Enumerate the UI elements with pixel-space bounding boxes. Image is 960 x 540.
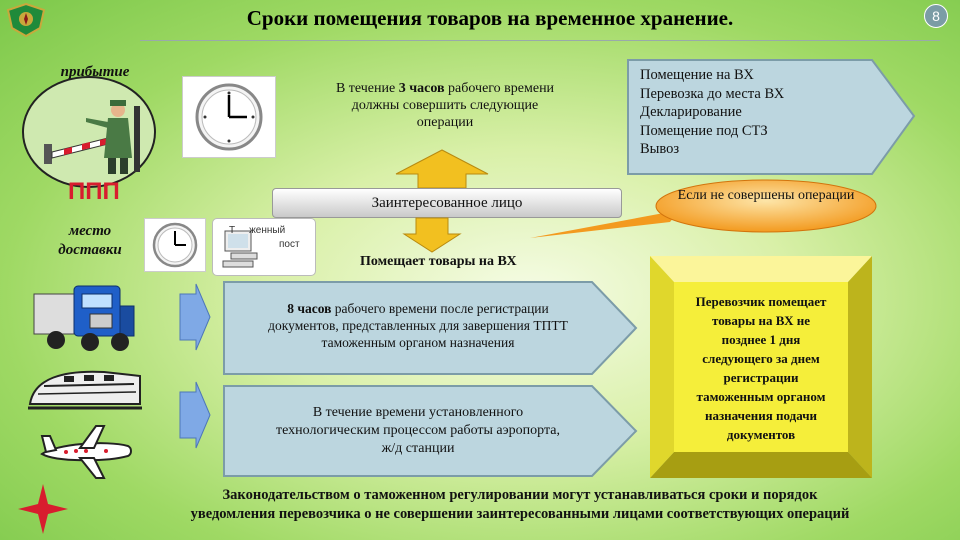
operation-item: Декларирование [640, 104, 742, 120]
carrier-line: назначения подачи [704, 408, 818, 423]
operation-item: Перевозка до места ВХ [640, 85, 785, 102]
carrier-line: таможенным органом [696, 389, 826, 404]
red-star-icon [18, 484, 68, 534]
blue-arrow-2 [179, 381, 211, 449]
operation-item: Помещение под СТЗ [640, 122, 768, 139]
three-hours-bold: 3 часов [398, 81, 445, 96]
carrier-line: Перевозчик помещает [695, 294, 827, 309]
eight-hours-text: 8 часов рабочего времени после регистрац… [228, 300, 608, 351]
eight-hours-line2: документов, представленных для завершени… [268, 318, 568, 333]
emblem-icon [6, 2, 46, 38]
three-hours-line2: должны совершить следующие [351, 98, 539, 113]
carrier-line: товары на ВХ не [711, 313, 811, 328]
carrier-line: позднее 1 дня [721, 332, 801, 347]
footer-note: Законодательством о таможенном регулиров… [100, 486, 940, 524]
train-icon [28, 370, 142, 410]
interested-party-bar: Заинтересованное лицо [272, 188, 622, 218]
border-guard-icon [44, 100, 140, 174]
three-hours-pre: В течение [335, 81, 399, 96]
operations-list: Помещение на ВХ Перевозка до места ВХ Де… [640, 66, 784, 159]
eight-hours-line3: таможенным органом назначения [321, 335, 515, 350]
border-checkpoint-circle [22, 76, 156, 188]
places-goods-text: Помещает товары на ВХ [360, 254, 517, 269]
not-completed-bubble [530, 179, 877, 238]
clock-icon [195, 83, 263, 151]
footer-line1: Законодательством о таможенном регулиров… [222, 487, 818, 503]
eight-hours-bold: 8 часов [287, 301, 332, 316]
operation-item: Вывоз [640, 141, 680, 157]
clock-small [144, 218, 206, 272]
down-arrow [402, 217, 462, 253]
airplane-icon [40, 425, 132, 479]
airport-text: В течение времени установленного техноло… [228, 404, 608, 458]
carrier-line: документов [726, 427, 796, 442]
blue-arrow-1 [179, 283, 211, 351]
ppp-label: ППП [68, 178, 120, 205]
page-title: Сроки помещения товаров на временное хра… [246, 6, 734, 30]
carrier-line: регистрации [723, 370, 799, 385]
airport-box [223, 385, 638, 477]
destination-label-line2: доставки [58, 242, 122, 258]
three-hours-text: В течение 3 часов рабочего времени должн… [290, 80, 600, 131]
page-number-badge: 8 [924, 4, 948, 28]
operations-arrow-box [627, 59, 916, 175]
eight-hours-line1: рабочего времени после регистрации [331, 301, 549, 316]
airport-line2: технологическим процессом работы аэропор… [276, 423, 560, 438]
not-completed-text: Если не совершены операции [677, 188, 855, 203]
destination-label: место доставки [30, 222, 150, 260]
destination-label-line1: место [68, 223, 112, 239]
up-arrow [395, 149, 489, 189]
airport-line3: ж/д станции [381, 441, 455, 456]
operation-item: Помещение на ВХ [640, 67, 754, 83]
customs-post-line2: пост [279, 239, 300, 250]
clock-icon [152, 222, 198, 268]
title-divider [140, 40, 940, 41]
customs-post-letter: Т [229, 225, 236, 236]
three-hours-line3: операции [416, 115, 474, 130]
truck-icon [33, 285, 135, 351]
three-hours-post: рабочего времени [444, 81, 555, 96]
footer-line2: уведомления перевозчика о не совершении … [190, 506, 850, 522]
computer-icon [222, 230, 258, 268]
airport-line1: В течение времени установленного [312, 405, 524, 420]
carrier-line: следующего за днем [702, 351, 820, 366]
clock-large [182, 76, 276, 158]
eight-hours-box [223, 281, 638, 375]
customs-post-rest: женный [249, 225, 286, 236]
carrier-box [650, 256, 872, 478]
carrier-text: Перевозчик помещает товары на ВХ не позд… [674, 292, 848, 444]
